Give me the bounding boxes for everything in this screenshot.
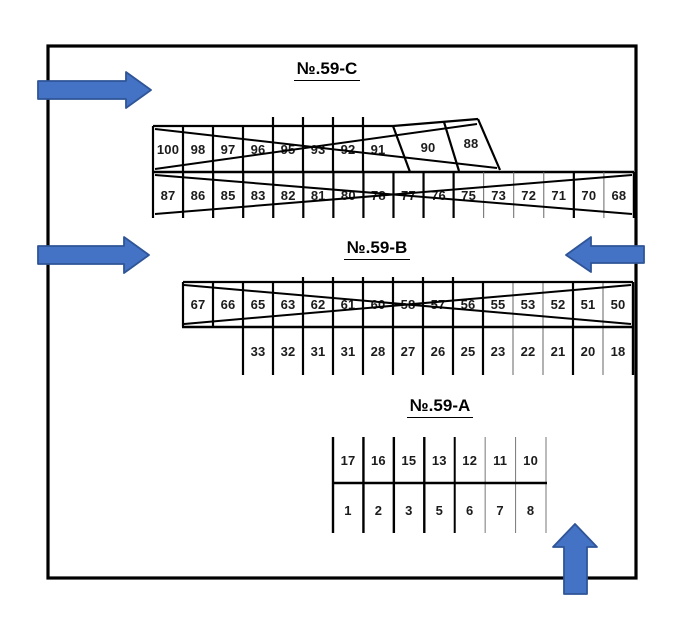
space-number: 93 <box>310 141 326 157</box>
space-number: 16 <box>370 452 386 468</box>
space-number: 88 <box>463 135 479 151</box>
space-number: 77 <box>401 187 416 203</box>
space-number: 11 <box>493 452 508 468</box>
space-number: 26 <box>430 343 446 359</box>
space-number: 92 <box>340 141 356 157</box>
space-number: 68 <box>611 187 627 203</box>
space-number: 58 <box>400 297 416 312</box>
space-number: 98 <box>190 141 206 157</box>
space-number: 50 <box>610 297 626 312</box>
space-number: 27 <box>400 343 416 359</box>
space-number: 33 <box>250 343 266 359</box>
space-number: 52 <box>550 297 566 312</box>
space-number: 90 <box>420 139 436 155</box>
space-number: 96 <box>250 141 266 157</box>
space-number: 23 <box>490 343 506 359</box>
section-a-title: №.59-A <box>370 396 510 418</box>
space-number: 80 <box>340 187 356 203</box>
space-number: 18 <box>610 343 626 359</box>
space-number: 57 <box>430 297 446 312</box>
space-number: 7 <box>496 502 504 518</box>
space-number: 32 <box>280 343 296 359</box>
space-number: 20 <box>580 343 596 359</box>
space-number: 25 <box>460 343 476 359</box>
space-number: 76 <box>431 187 446 203</box>
space-number: 78 <box>370 187 386 203</box>
space-number: 86 <box>190 187 206 203</box>
space-number: 72 <box>521 187 537 203</box>
space-number: 2 <box>374 502 383 518</box>
space-number: 55 <box>490 297 506 312</box>
space-number: 75 <box>461 187 477 203</box>
space-number: 83 <box>250 187 266 203</box>
space-number: 12 <box>462 452 478 468</box>
space-number: 6 <box>466 502 474 518</box>
space-number: 56 <box>460 297 476 312</box>
space-number: 67 <box>190 297 206 312</box>
space-number: 95 <box>280 141 296 157</box>
space-number: 73 <box>491 187 507 203</box>
space-number: 8 <box>526 502 535 518</box>
space-number: 66 <box>220 297 236 312</box>
space-number: 17 <box>340 452 356 468</box>
space-number: 53 <box>520 297 536 312</box>
space-number: 82 <box>280 187 296 203</box>
space-number: 81 <box>310 187 326 203</box>
space-number: 70 <box>581 187 597 203</box>
space-number: 65 <box>250 297 266 312</box>
space-number: 62 <box>310 297 326 312</box>
space-number: 13 <box>431 452 447 468</box>
space-number: 15 <box>401 452 417 468</box>
space-number: 87 <box>160 187 176 203</box>
space-number: 3 <box>405 502 413 518</box>
space-number: 71 <box>551 187 567 203</box>
space-number: 60 <box>370 297 386 312</box>
section-c-title: №.59-C <box>257 59 397 81</box>
space-number: 10 <box>523 452 539 468</box>
space-number: 31 <box>340 343 356 359</box>
space-number: 31 <box>310 343 326 359</box>
space-number: 51 <box>580 297 596 312</box>
space-number: 85 <box>220 187 236 203</box>
space-number: 97 <box>220 141 236 157</box>
space-number: 100 <box>156 141 180 157</box>
space-number: 91 <box>370 141 386 157</box>
space-number: 1 <box>344 502 352 518</box>
space-number: 63 <box>280 297 296 312</box>
section-b-title: №.59-B <box>307 238 447 260</box>
space-number: 28 <box>370 343 386 359</box>
space-number: 21 <box>550 343 566 359</box>
space-number: 5 <box>435 502 443 518</box>
space-number: 61 <box>340 297 356 312</box>
space-number: 22 <box>520 343 536 359</box>
